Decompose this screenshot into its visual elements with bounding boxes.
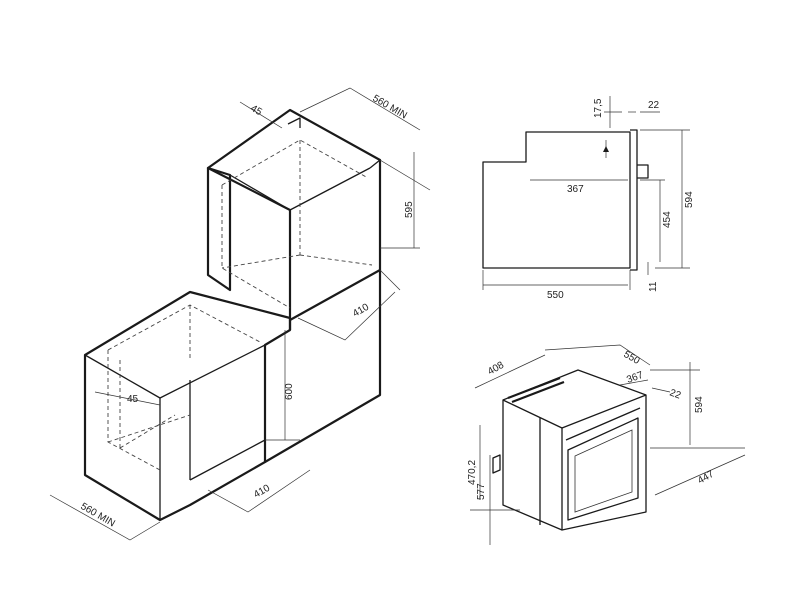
cabinet-niches-drawing: [49, 87, 431, 541]
dim-iso-front-thickness: 22: [668, 387, 683, 401]
dim-upper-offset: 45: [249, 103, 265, 118]
dim-side-inner-height: 454: [662, 211, 673, 228]
dim-iso-inner-height: 470,2: [467, 460, 478, 485]
dim-side-depth: 550: [547, 290, 564, 301]
dim-side-front-thickness: 22: [648, 100, 660, 111]
oven-side-view: [482, 96, 690, 290]
dim-lower-offset: 45: [127, 394, 139, 405]
oven-isometric-view: [470, 344, 746, 545]
dim-upper-height: 595: [404, 201, 415, 218]
dim-side-total-height: 594: [684, 191, 695, 208]
dim-iso-bottom-height: 577: [476, 483, 487, 500]
dim-lower-height: 600: [284, 383, 295, 400]
dim-iso-height: 594: [694, 396, 705, 413]
dim-upper-depth: 410: [351, 302, 371, 320]
dim-iso-width: 447: [696, 469, 716, 487]
dim-side-top-length: 367: [567, 184, 584, 195]
dim-side-top-step: 17,5: [593, 98, 604, 118]
dim-side-bottom-gap: 11: [648, 281, 659, 292]
dim-lower-width: 560 MIN: [79, 501, 117, 529]
dim-iso-top-length: 367: [625, 370, 645, 386]
dim-upper-width: 560 MIN: [371, 93, 409, 121]
dim-iso-depth: 550: [622, 349, 642, 367]
